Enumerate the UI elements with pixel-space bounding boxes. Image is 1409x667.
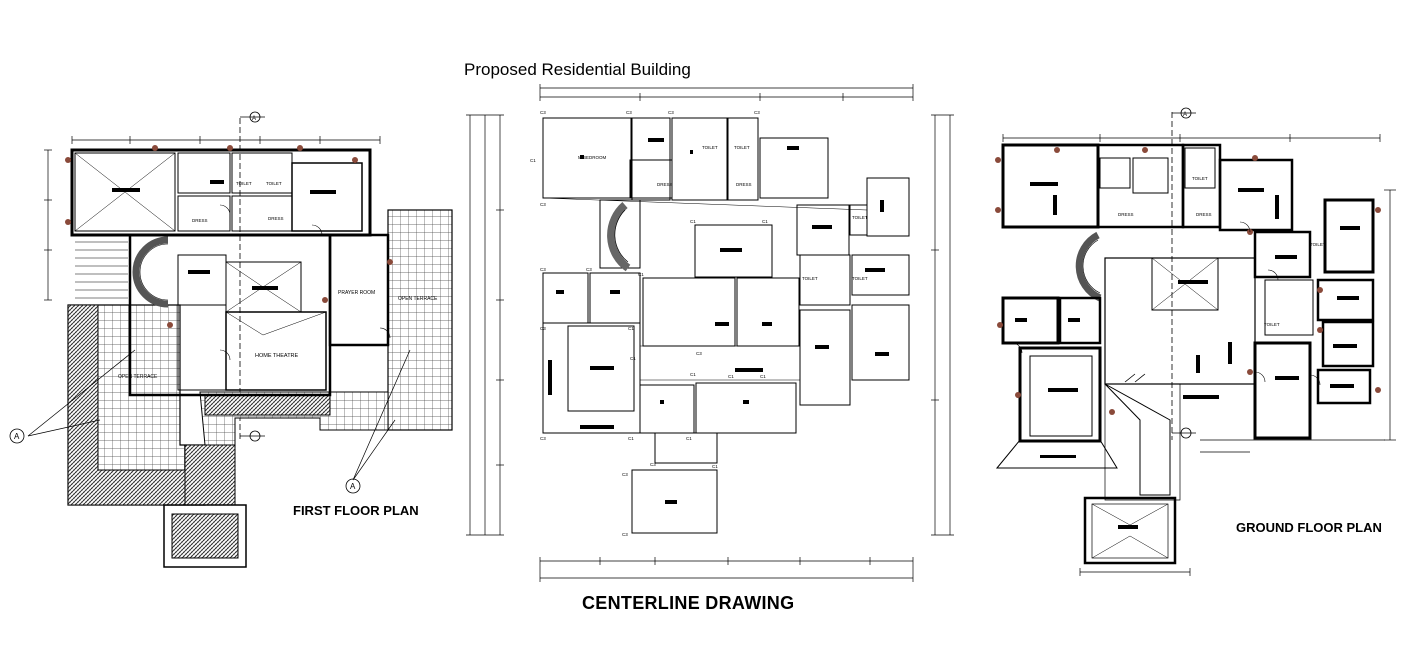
ground-floor-plan-title: GROUND FLOOR PLAN xyxy=(1236,520,1382,535)
first-floor-right-terrace xyxy=(387,209,453,431)
column-tag: C3 xyxy=(650,462,656,467)
ground-floor-dining xyxy=(1018,346,1102,443)
ground-floor-porch-roof-left xyxy=(995,439,1118,469)
column-tag: C1 xyxy=(690,372,696,377)
column-tag: C1 xyxy=(728,374,734,379)
ground-floor-label-toilet-1: TOILET xyxy=(1192,176,1208,181)
first-floor-marker-a-top: A xyxy=(252,116,256,122)
centerline-label-toilet-2: TOILET xyxy=(734,145,750,150)
column-tag: C3 xyxy=(540,202,546,207)
drawing-title: Proposed Residential Building xyxy=(464,60,691,79)
ground-floor-entrance-porch xyxy=(1083,496,1177,565)
first-floor-marker-a-left: A xyxy=(14,432,20,441)
first-floor-label-toilet-1: TOILET xyxy=(236,181,252,186)
column-tag: C3 xyxy=(696,351,702,356)
centerline-label-toilet-1: TOILET xyxy=(702,145,718,150)
first-floor-plan-title: FIRST FLOOR PLAN xyxy=(293,503,419,518)
column-tag: C3 xyxy=(540,267,546,272)
column-tag: C1 xyxy=(686,436,692,441)
column-tag: C1 xyxy=(638,272,644,277)
ground-floor-label-dress-2: DRESS xyxy=(1196,212,1212,217)
centerline-label-toilet-5: TOILET xyxy=(852,276,868,281)
first-floor-roof-hatch-strip xyxy=(204,394,331,416)
ground-floor-staircase xyxy=(1075,231,1102,302)
first-floor-label-open-terrace-left: OPEN TERRACE xyxy=(118,374,158,380)
column-tag: C3 xyxy=(540,326,546,331)
ground-floor-kitchen xyxy=(1253,341,1312,440)
column-tag: C3 xyxy=(626,110,632,115)
first-floor-porch-roof xyxy=(171,513,239,559)
first-floor-label-home-theatre: HOME THEATRE xyxy=(255,353,299,359)
first-floor-label-prayer-room: PRAYER ROOM xyxy=(338,290,375,296)
first-floor-bedroom-left xyxy=(74,152,176,232)
first-floor-label-dress-1: DRESS xyxy=(192,218,208,223)
first-floor-porch-outer xyxy=(163,504,247,568)
centerline-staircase xyxy=(607,201,631,272)
first-floor-label-toilet-2: TOILET xyxy=(266,181,282,186)
centerline-label-toilet-3: TOILET xyxy=(852,215,868,220)
ground-floor-marker-a-top: A xyxy=(1183,112,1187,118)
first-floor-section-marker-bottom xyxy=(345,478,361,494)
column-tag: C1 xyxy=(690,219,696,224)
centerline-label-toilet-4: TOILET xyxy=(802,276,818,281)
column-tag: C3 xyxy=(622,532,628,537)
first-floor-roof-hatch-bottom xyxy=(184,444,236,506)
first-floor-marker-a-bottom: A xyxy=(350,482,356,491)
ground-floor-living-hall xyxy=(1104,257,1256,385)
first-floor-home-theatre xyxy=(225,311,327,391)
column-tag: C3 xyxy=(754,110,760,115)
centerline-grid-lines xyxy=(542,197,868,434)
column-tag: C1 xyxy=(530,158,536,163)
ground-floor-label-toilet-2: TOILET xyxy=(1310,242,1326,247)
first-floor-bedroom-right xyxy=(291,162,363,232)
centerline-dimension-right xyxy=(931,114,954,536)
column-tag: C3 xyxy=(668,110,674,115)
column-tag: C1 xyxy=(630,356,636,361)
ground-floor-label-toilet-3: TOILET xyxy=(1264,322,1280,327)
centerline-label-dress-2: DRESS xyxy=(736,182,752,187)
ground-floor-dimension-top xyxy=(1002,134,1381,142)
ground-floor-room-markers xyxy=(1015,182,1360,529)
centerline-dimension-left xyxy=(466,114,504,536)
first-floor-dimension-top xyxy=(71,136,381,144)
ground-floor-porch-roof-center xyxy=(1104,383,1171,496)
first-floor-section-marker-left xyxy=(9,428,25,444)
column-tag: C3 xyxy=(540,436,546,441)
centerline-footing-markers xyxy=(548,138,889,504)
column-tag: C1 xyxy=(760,374,766,379)
centerline-label-m-bedroom: M.BEDROOM xyxy=(578,155,607,160)
ground-floor-label-dress-1: DRESS xyxy=(1118,212,1134,217)
ground-floor-bedroom-3 xyxy=(1323,198,1375,274)
centerline-label-dress-1: DRESS xyxy=(657,182,673,187)
centerline-drawing xyxy=(466,84,954,582)
first-floor-label-dress-2: DRESS xyxy=(268,216,284,221)
centerline-column-tags: C3 C3 C3 C3 C1 C3 C1 C1 C3 C3 C1 C3 C1 C… xyxy=(530,110,768,537)
centerline-dimension-top xyxy=(539,84,914,101)
ground-floor-bedroom-2 xyxy=(1218,158,1294,232)
centerline-drawing-title: CENTERLINE DRAWING xyxy=(582,593,795,613)
ground-floor-plan xyxy=(995,107,1396,576)
column-tag: C1 xyxy=(628,326,634,331)
first-floor-label-open-terrace-right: OPEN TERRACE xyxy=(398,296,438,302)
column-tag: C1 xyxy=(762,219,768,224)
column-tag: C3 xyxy=(622,472,628,477)
first-floor-staircase xyxy=(132,236,169,308)
column-tag: C3 xyxy=(540,110,546,115)
first-floor-plan xyxy=(9,111,453,568)
column-tag: C3 xyxy=(586,267,592,272)
centerline-dimension-bottom xyxy=(539,557,914,582)
column-tag: C1 xyxy=(628,436,634,441)
ground-floor-bedroom-left xyxy=(1001,296,1060,345)
column-tag: C1 xyxy=(712,464,718,469)
first-floor-dimension-left xyxy=(44,149,52,301)
